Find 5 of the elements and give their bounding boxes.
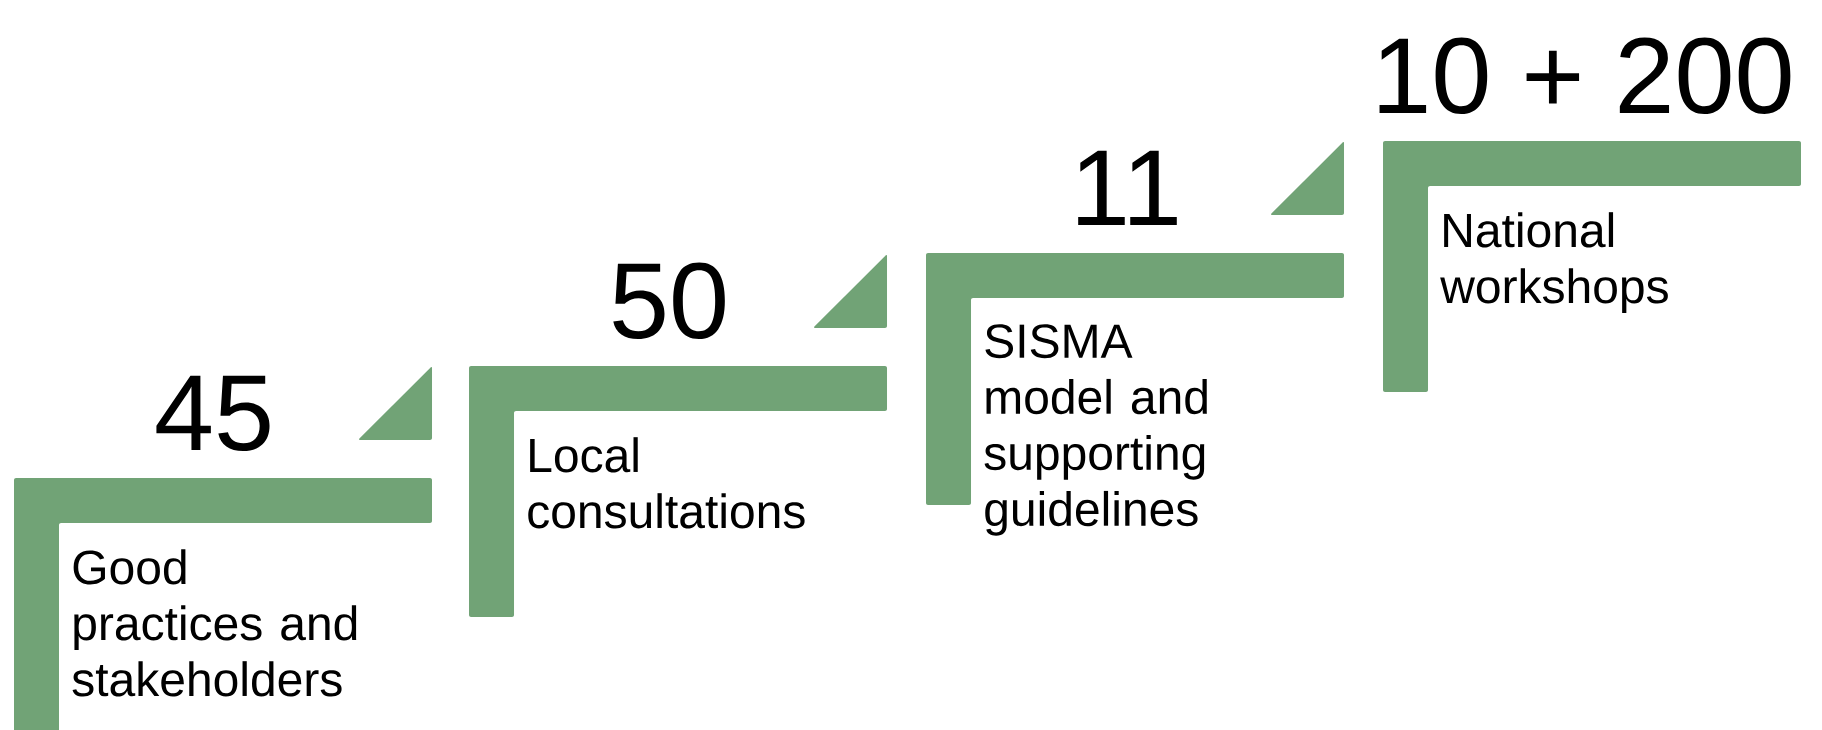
step-number: 11 <box>1078 150 1177 225</box>
step-number: 45 <box>156 375 270 452</box>
step-number: 50 <box>613 262 725 340</box>
step-number: 10 + 200 <box>1379 37 1791 115</box>
step-label: National workshops <box>1440 212 1668 313</box>
